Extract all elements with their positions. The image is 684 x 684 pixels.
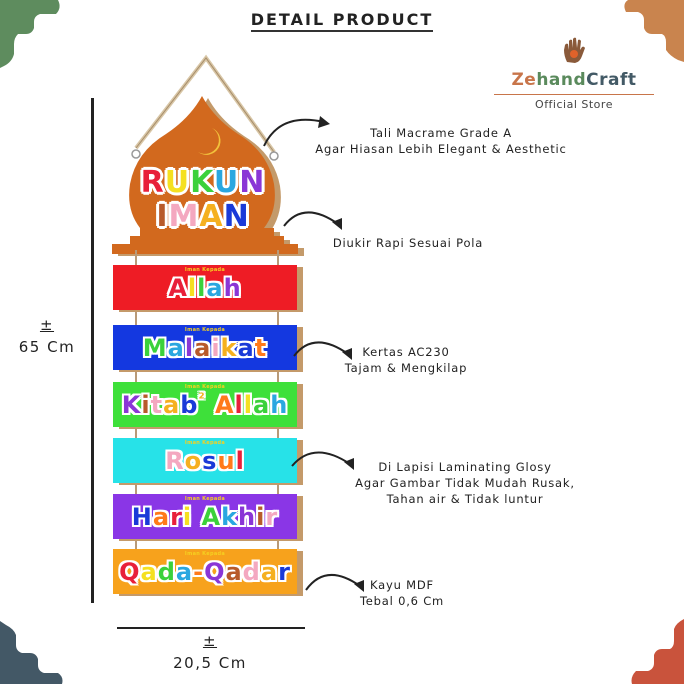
board-label: Malaikat [142,334,268,362]
iman-text: IMAN [156,199,250,234]
annotation-line: Tahan air & Tidak luntur [386,492,544,506]
page-title-text: DETAIL PRODUCT [250,10,434,32]
height-value: 65 Cm [18,338,76,356]
annotation-line: Diukir Rapi Sesuai Pola [332,236,484,250]
annotation-line: Tajam & Mengkilap [344,361,468,375]
board-subtitle: Iman Kepada [184,551,226,557]
rukun-text: RUKUN [140,165,266,200]
corner-decoration-top-right [624,0,684,62]
brand-subtitle: Official Store [535,98,613,111]
annotation-paper: Kertas AC230 Tajam & Mengkilap [336,344,476,376]
brand-logo: ZehandCraft Official Store [494,36,654,111]
arrow-annotation-laminating [291,451,354,470]
brand-name: ZehandCraft [494,70,654,90]
width-dimension-label: ± 20,5 Cm [150,630,270,674]
annotation-line: Kayu MDF [370,578,434,592]
corner-decoration-bottom-right [631,619,684,684]
hand-icon [564,37,585,63]
width-dimension-line [117,627,305,629]
annotation-rope: Tali Macrame Grade A Agar Hiasan Lebih E… [296,125,586,157]
brand-name-part2: hand [536,70,587,90]
corner-decoration-bottom-left [0,621,63,684]
annotation-line: Di Lapisi Laminating Glosy [378,460,552,474]
board-subtitle: Iman Kepada [184,496,226,502]
board-subtitle: Iman Kepada [184,384,226,390]
annotation-line: Agar Hiasan Lebih Elegant & Aesthetic [315,142,567,156]
board-label: Rosul [165,447,245,475]
arrow-annotation-paper [293,341,352,360]
rukun-iman-dome-board [112,96,304,256]
page-title: DETAIL PRODUCT [0,10,684,32]
height-dimension-line [91,98,94,603]
arrow-annotation-carving [283,211,342,230]
annotation-line: Agar Gambar Tidak Mudah Rusak, [355,476,575,490]
annotation-line: Kertas AC230 [362,345,450,359]
brand-name-part3: Craft [586,70,637,90]
annotation-line: Tali Macrame Grade A [370,126,512,140]
board-subtitle: Iman Kepada [184,440,226,446]
arrow-annotation-rope [263,116,330,147]
corner-decoration-top-left [0,0,60,68]
board-subtitle: Iman Kepada [184,327,226,333]
brand-name-part1: Ze [511,70,537,90]
width-value: 20,5 Cm [173,654,247,672]
plus-minus-symbol: ± [39,316,55,334]
brand-divider [494,94,654,95]
board-label: Qada-Qadar [119,558,291,586]
board-label: Hari Akhir [131,503,279,531]
annotation-laminating: Di Lapisi Laminating Glosy Agar Gambar T… [340,459,590,507]
annotation-wood: Kayu MDF Tebal 0,6 Cm [352,577,452,609]
board-label: Allah [168,274,242,302]
height-dimension-label: ± 65 Cm [14,314,80,358]
board-label: Kitab² Allah [121,391,289,419]
annotation-line: Tebal 0,6 Cm [359,594,445,608]
annotation-carving: Diukir Rapi Sesuai Pola [318,235,498,251]
board-subtitle: Iman Kepada [184,267,226,273]
rukun-iman-title: RUKUN IMAN [128,166,278,234]
arrow-annotation-wood [305,573,364,592]
plus-minus-symbol: ± [202,632,218,650]
macrame-rope [131,54,279,161]
